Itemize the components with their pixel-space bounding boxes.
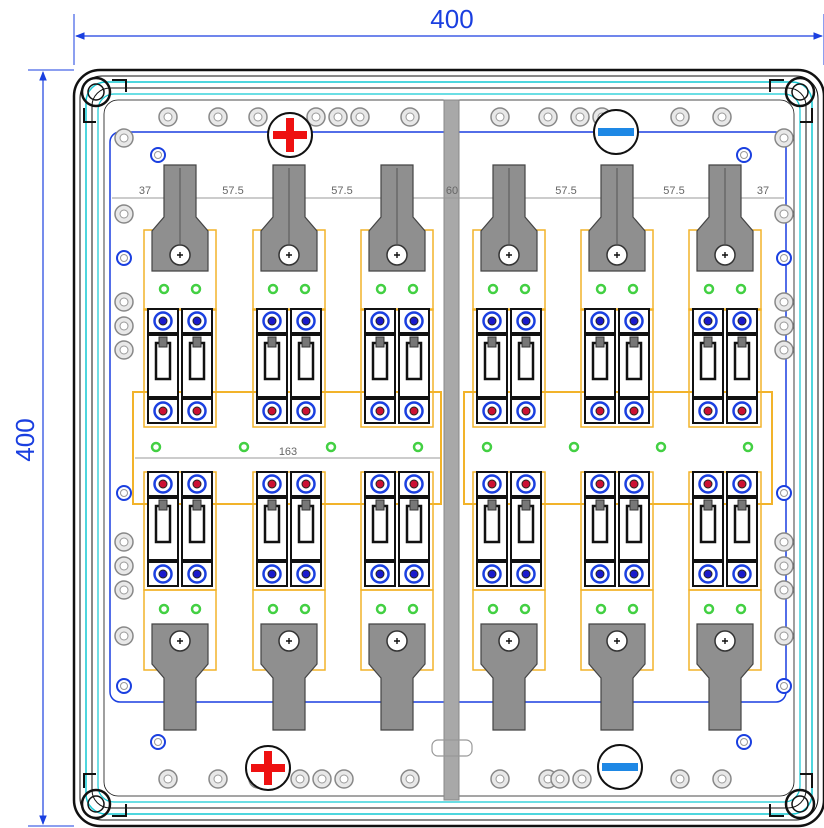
spacing-label-gap-2: 57.5 <box>331 185 352 197</box>
screw-boss <box>400 769 420 789</box>
fuse-unit[interactable] <box>360 164 434 731</box>
screw-boss <box>490 107 510 127</box>
mounting-hole <box>776 485 792 501</box>
screw-boss <box>774 556 794 576</box>
screw-boss <box>114 340 134 360</box>
fuse-units <box>143 164 762 731</box>
spacing-label-gap-4: 57.5 <box>663 185 684 197</box>
screw-boss <box>550 769 570 789</box>
fuse-unit[interactable] <box>580 164 654 731</box>
rail-dimension-label: 163 <box>279 446 297 458</box>
screw-boss <box>538 107 558 127</box>
screw-boss <box>712 107 732 127</box>
screw-boss <box>774 204 794 224</box>
screw-boss <box>400 107 420 127</box>
screw-boss <box>774 580 794 600</box>
screw-boss <box>774 292 794 312</box>
center-divider <box>443 99 460 801</box>
screw-boss <box>712 769 732 789</box>
screw-boss <box>114 292 134 312</box>
mounting-hole <box>776 250 792 266</box>
screw-boss <box>208 107 228 127</box>
screw-boss <box>248 107 268 127</box>
screw-boss <box>350 107 370 127</box>
fuse-unit[interactable] <box>688 164 762 731</box>
screw-boss <box>328 107 348 127</box>
mounting-hole <box>736 147 752 163</box>
fuse-unit[interactable] <box>472 164 546 731</box>
rail-terminal-markers <box>150 441 754 453</box>
fuse-unit[interactable] <box>252 164 326 731</box>
screw-boss <box>114 556 134 576</box>
negative-symbol-top <box>593 109 639 155</box>
corner-screws <box>80 76 816 820</box>
width-dimension-label: 400 <box>430 4 473 34</box>
screw-boss <box>114 128 134 148</box>
screw-boss <box>208 769 228 789</box>
height-dimension-label: 400 <box>10 418 40 461</box>
spacing-label-gap-3: 57.5 <box>555 185 576 197</box>
negative-symbol-bottom <box>597 744 643 790</box>
screw-boss <box>774 340 794 360</box>
screw-boss <box>572 769 592 789</box>
mounting-hole <box>736 734 752 750</box>
screw-boss <box>312 769 332 789</box>
mounting-hole <box>116 485 132 501</box>
screw-boss <box>334 769 354 789</box>
spacing-label-center: 60 <box>446 185 458 197</box>
spacing-label-gap-1: 57.5 <box>222 185 243 197</box>
positive-symbol-bottom <box>245 745 291 791</box>
screw-boss <box>670 769 690 789</box>
cable-gland-mark <box>431 739 473 757</box>
mounting-hole <box>776 678 792 694</box>
mounting-hole <box>150 147 166 163</box>
screw-boss <box>114 626 134 646</box>
spacing-label-left-edge: 37 <box>139 185 151 197</box>
screw-boss <box>114 204 134 224</box>
screw-boss <box>306 107 326 127</box>
screw-boss <box>670 107 690 127</box>
mounting-hole <box>116 250 132 266</box>
screw-boss <box>774 532 794 552</box>
fuse-unit[interactable] <box>143 164 217 731</box>
mounting-hole <box>150 734 166 750</box>
screw-boss <box>570 107 590 127</box>
screw-boss <box>774 316 794 336</box>
screw-boss <box>774 128 794 148</box>
positive-symbol-top <box>267 112 313 158</box>
mounting-hole <box>116 678 132 694</box>
screw-boss <box>158 107 178 127</box>
screw-boss <box>290 769 310 789</box>
screw-boss <box>774 626 794 646</box>
screw-boss <box>490 769 510 789</box>
screw-boss <box>114 580 134 600</box>
screw-boss <box>114 316 134 336</box>
dimension-lines <box>28 14 824 827</box>
perimeter-screw-bosses <box>114 107 794 789</box>
screw-boss <box>158 769 178 789</box>
screw-boss <box>114 532 134 552</box>
spacing-label-right-edge: 37 <box>757 185 769 197</box>
